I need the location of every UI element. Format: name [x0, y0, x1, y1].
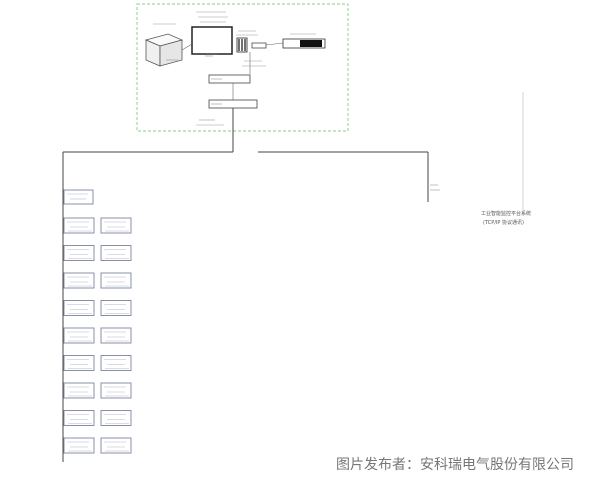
link-host-monitor — [181, 43, 193, 51]
device-top — [63, 189, 94, 205]
meter-device — [100, 300, 132, 316]
monitoring-area-labels — [153, 11, 316, 126]
protocol-converter — [208, 74, 251, 84]
meter-device — [100, 272, 132, 289]
meter-device — [63, 355, 95, 371]
meter-device — [100, 327, 132, 344]
right-branch-label — [430, 184, 440, 191]
meter-device — [63, 300, 95, 316]
bus-lines — [62, 92, 524, 462]
publisher-watermark: 图片发布者：安科瑞电气股份有限公司 — [336, 457, 574, 473]
network-switch — [236, 37, 267, 53]
meter-device — [63, 327, 95, 344]
workstation-host — [144, 33, 184, 67]
printer-device — [282, 38, 326, 49]
right-note-line2: (TCP/IP 协议通讯) — [483, 219, 524, 226]
meter-device — [100, 245, 132, 261]
meter-device — [100, 217, 132, 234]
right-note-line1: 工业智能监控平台系统 — [481, 210, 531, 217]
meter-device — [100, 437, 132, 454]
monitoring-center-boundary — [136, 3, 349, 132]
meter-device — [100, 382, 132, 399]
monitor-display — [191, 26, 233, 55]
meter-device — [63, 272, 95, 289]
meter-device — [63, 245, 95, 261]
meter-device — [63, 410, 95, 426]
meter-device — [63, 437, 95, 454]
link-switch-printer — [265, 42, 284, 46]
meter-device-grid — [63, 217, 132, 454]
meter-device — [100, 410, 132, 426]
meter-device — [63, 217, 95, 234]
meter-device — [100, 355, 132, 371]
meter-device — [63, 382, 95, 399]
